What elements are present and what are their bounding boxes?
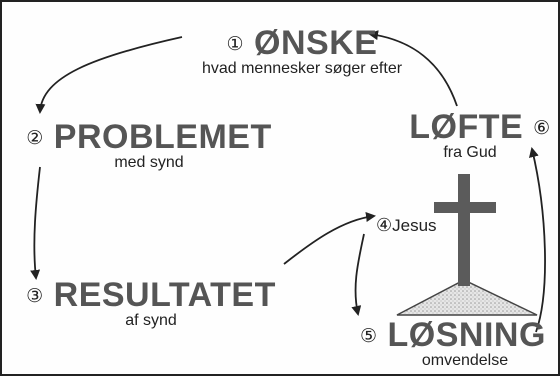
losning-subtitle: omvendelse (421, 352, 509, 369)
problemet-label: PROBLEMET (53, 118, 272, 156)
lofte-title: LØFTE ⑥ (406, 110, 554, 144)
arrow-losning-to-lofte (528, 147, 546, 333)
arrow-lofte-to-onske (368, 30, 458, 107)
jesus-label: Jesus (392, 216, 437, 235)
cross-horizontal (434, 202, 496, 213)
arrow-problemet-to-resultatet (30, 166, 41, 280)
cross-vertical (458, 174, 470, 286)
losning-number: ⑤ (360, 326, 378, 347)
onske-number: ① (226, 34, 245, 55)
lofte-subtitle: fra Gud (443, 144, 497, 161)
node-lofte: LØFTE ⑥ fra Gud (406, 110, 554, 162)
losning-title: ⑤ LØSNING (360, 316, 546, 354)
resultatet-label: RESULTATET (53, 276, 276, 314)
onske-subtitle: hvad mennesker søger efter (201, 60, 403, 77)
node-problemet: ② PROBLEMET med synd (24, 120, 274, 172)
arrow-onske-to-problemet (35, 36, 183, 114)
node-resultatet: ③ RESULTATET af synd (20, 278, 282, 330)
resultatet-number: ③ (26, 286, 44, 307)
node-onske: ① ØNSKE hvad mennesker søger efter (184, 26, 420, 78)
node-losning: ⑤ LØSNING omvendelse (360, 316, 546, 370)
problemet-title: ② PROBLEMET (24, 120, 274, 154)
arrow-jesus-to-losning (351, 233, 365, 316)
lofte-number: ⑥ (533, 118, 551, 139)
lofte-label: LØFTE (409, 108, 524, 146)
onske-title: ① ØNSKE (184, 26, 420, 60)
hill-shape (396, 279, 538, 316)
onske-label: ØNSKE (254, 24, 378, 62)
jesus-number: ④ (376, 215, 393, 235)
arrow-resultatet-to-jesus (283, 212, 376, 265)
node-jesus: ④Jesus (376, 215, 446, 236)
problemet-number: ② (26, 128, 44, 149)
losning-label: LØSNING (387, 316, 546, 354)
resultatet-subtitle: af synd (125, 312, 177, 329)
resultatet-title: ③ RESULTATET (20, 278, 282, 312)
problemet-subtitle: med synd (114, 154, 184, 171)
